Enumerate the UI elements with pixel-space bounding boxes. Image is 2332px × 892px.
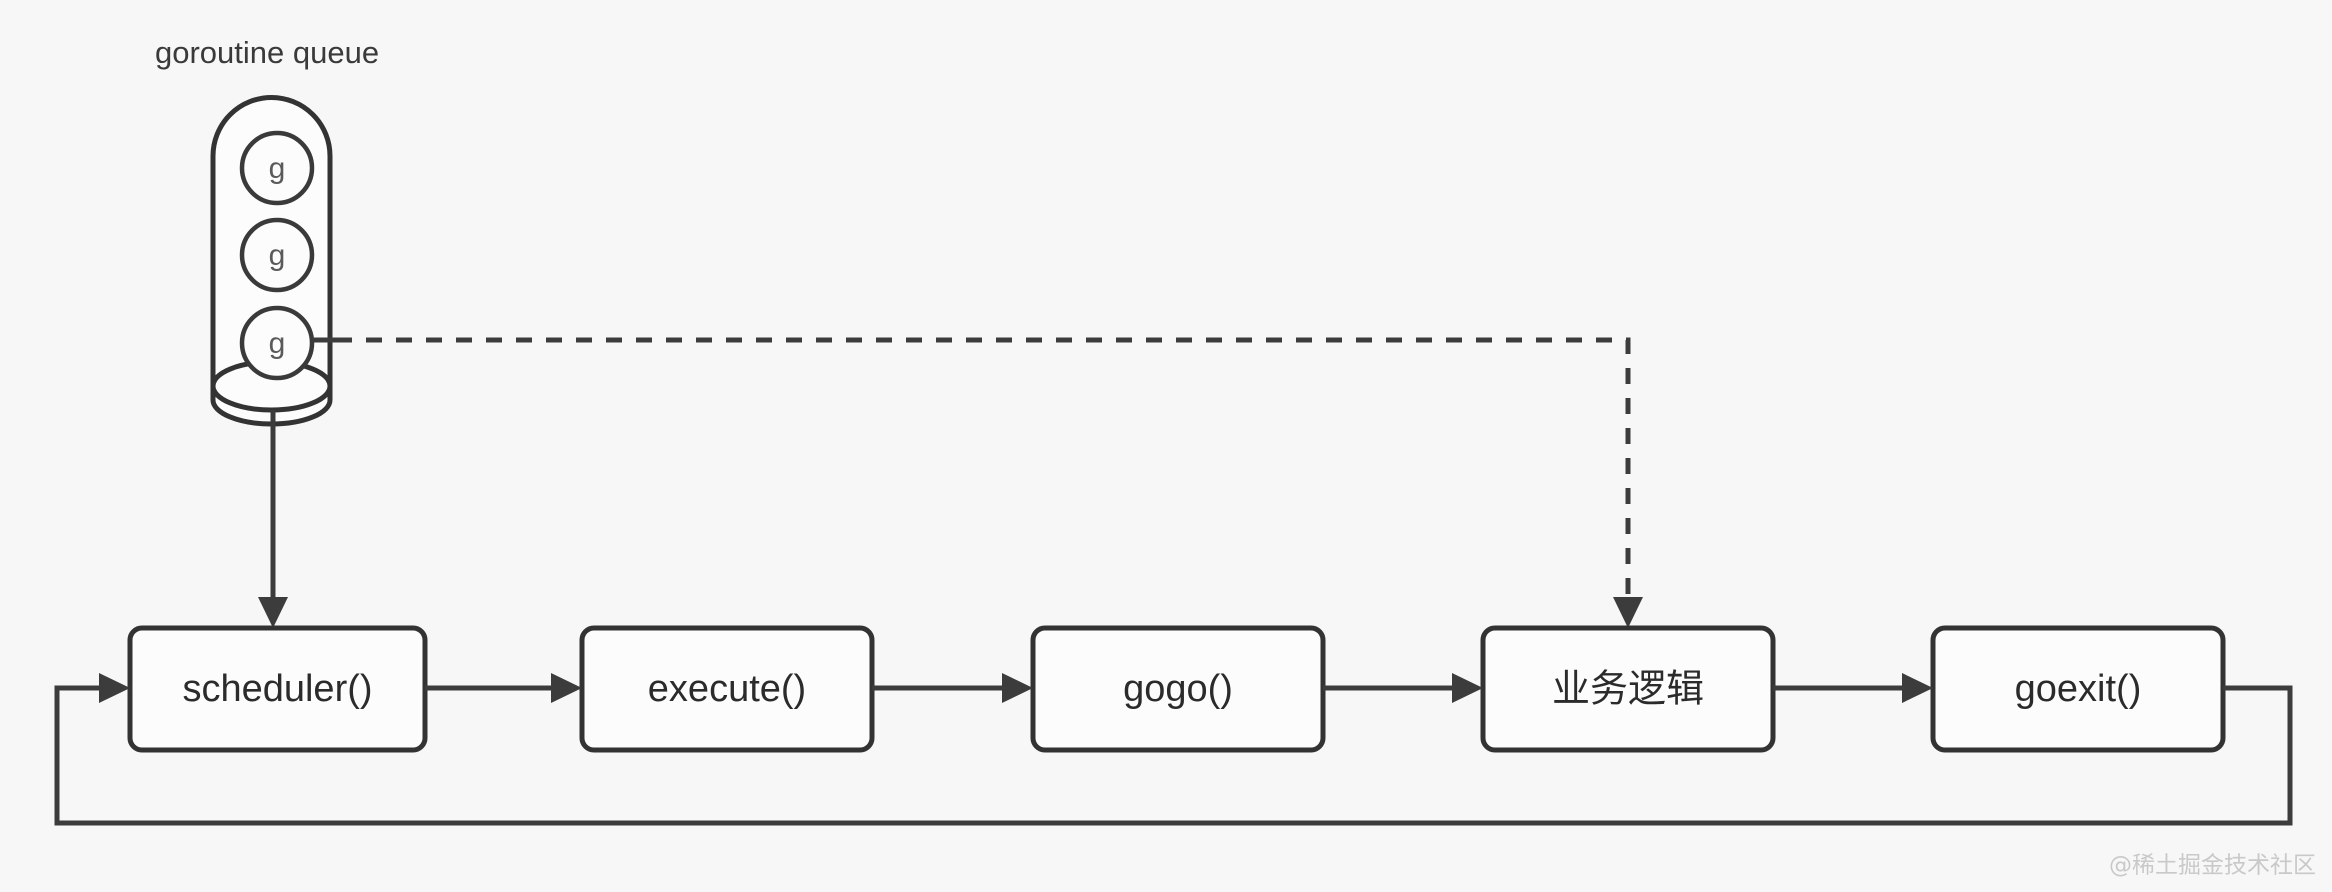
arrow-head-icon [1452,673,1483,703]
edge-scheduler-to-execute [425,673,582,703]
arrow-head-icon [1902,673,1933,703]
node-goexit[interactable]: goexit() [1930,625,2226,753]
goroutine-circle [239,130,315,206]
edge-execute-to-gogo [872,673,1033,703]
arrow-head-icon [258,597,288,628]
node-label-scheduler: scheduler() [182,668,372,710]
node-gogo[interactable]: gogo() [1030,625,1326,753]
edge-loop-path [54,685,2293,826]
node-label-business-logic: 业务逻辑 [1552,667,1704,711]
node-label-execute: execute() [648,668,806,710]
edge-goexit-to-scheduler-loop [54,673,2293,826]
goroutine-circle [239,305,315,381]
node-label-goexit: goexit() [2015,668,2142,710]
queue-title-label: goroutine queue [155,35,379,70]
goroutine-label: g [269,239,286,272]
goroutine-label: g [269,327,286,360]
goroutine-label: g [269,152,286,185]
arrow-head-icon [1613,597,1643,628]
node-execute[interactable]: execute() [579,625,875,753]
edge-queue-g-to-business-logic [312,337,1643,628]
arrow-head-icon [551,673,582,703]
arrow-head-icon [1002,673,1033,703]
goroutine-circle [239,217,315,293]
edge-dashed-path [336,337,1631,606]
edge-queue-to-scheduler [258,410,288,628]
watermark-label: @稀土掘金技术社区 [2109,853,2316,879]
queue-item-1: g [239,130,315,206]
arrow-head-icon [99,673,130,703]
edge-gogo-to-business-logic [1323,673,1483,703]
queue-item-3: g [239,305,315,381]
queue-item-2: g [239,217,315,293]
edge-business-logic-to-goexit [1773,673,1933,703]
node-business-logic[interactable]: 业务逻辑 [1480,625,1776,753]
node-scheduler[interactable]: scheduler() [127,625,428,753]
node-label-gogo: gogo() [1123,668,1233,710]
